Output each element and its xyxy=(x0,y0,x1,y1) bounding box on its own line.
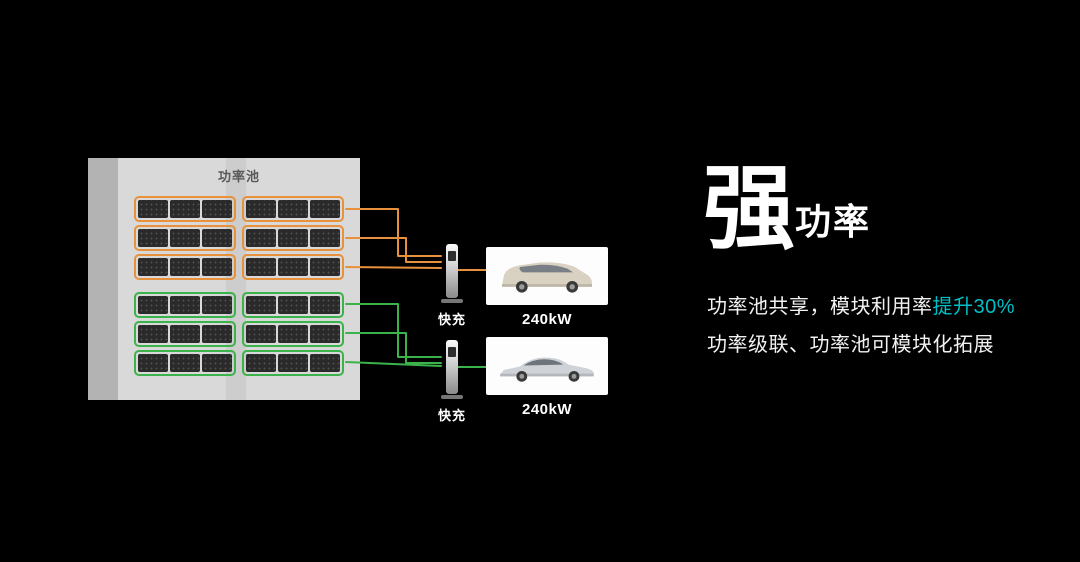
module-row xyxy=(134,292,344,318)
power-module xyxy=(170,325,200,343)
module-row xyxy=(134,321,344,347)
benefit-line-1-text: 功率池共享，模块利用率 xyxy=(707,296,933,318)
power-module xyxy=(138,325,168,343)
power-module xyxy=(310,296,340,314)
headline: 强 功率 xyxy=(703,158,872,260)
power-module xyxy=(246,200,276,218)
power-module xyxy=(170,200,200,218)
power-module xyxy=(138,296,168,314)
module-group xyxy=(242,196,344,222)
charger-base xyxy=(441,395,463,399)
power-module xyxy=(202,200,232,218)
module-group xyxy=(134,196,236,222)
charger-2-label: 快充 xyxy=(437,408,466,423)
module-group xyxy=(242,254,344,280)
mpv-vehicle-icon xyxy=(502,262,592,293)
benefit-line-1-highlight: 提升30% xyxy=(932,296,1016,318)
fast-charger-1: 快充 xyxy=(424,244,480,328)
power-rating-2: 240kW xyxy=(521,401,573,418)
power-module xyxy=(246,296,276,314)
power-rating-1: 240kW xyxy=(521,311,573,328)
power-module xyxy=(278,229,308,247)
charger-screen-icon xyxy=(448,251,456,261)
module-row xyxy=(134,225,344,251)
power-pool-title: 功率池 xyxy=(217,169,260,184)
sedan-vehicle-icon xyxy=(500,357,594,382)
module-rows xyxy=(134,196,344,376)
module-group xyxy=(242,350,344,376)
power-module xyxy=(278,258,308,276)
power-module xyxy=(278,200,308,218)
power-module xyxy=(278,354,308,372)
benefit-copy: 功率池共享，模块利用率提升30% 功率级联、功率池可模块化拓展 xyxy=(707,288,1015,364)
charger-pillar-icon xyxy=(446,244,458,298)
vehicle-card-2 xyxy=(486,337,608,395)
power-module xyxy=(202,325,232,343)
power-module xyxy=(202,229,232,247)
power-module xyxy=(310,258,340,276)
power-module xyxy=(138,258,168,276)
charger-pillar-icon xyxy=(446,340,458,394)
vehicle-card-1 xyxy=(486,247,608,305)
charger-base xyxy=(441,299,463,303)
module-group xyxy=(134,292,236,318)
module-row xyxy=(134,254,344,280)
benefit-line-1: 功率池共享，模块利用率提升30% xyxy=(707,288,1015,326)
module-group xyxy=(134,321,236,347)
charger-1-label: 快充 xyxy=(437,312,466,327)
module-row xyxy=(134,350,344,376)
fast-charger-2: 快充 xyxy=(424,340,480,424)
headline-big: 强 xyxy=(703,158,796,260)
module-group xyxy=(134,350,236,376)
power-module xyxy=(310,354,340,372)
power-module xyxy=(202,296,232,314)
power-module xyxy=(202,258,232,276)
power-module xyxy=(278,296,308,314)
module-group xyxy=(242,292,344,318)
power-module xyxy=(138,200,168,218)
power-module xyxy=(138,229,168,247)
headline-small: 功率 xyxy=(795,201,872,243)
module-group xyxy=(134,225,236,251)
module-group xyxy=(134,254,236,280)
cabinet-side-panel xyxy=(88,158,118,400)
module-group xyxy=(242,321,344,347)
power-module xyxy=(310,229,340,247)
power-module xyxy=(246,258,276,276)
power-module xyxy=(278,325,308,343)
power-module xyxy=(310,200,340,218)
power-module xyxy=(202,354,232,372)
power-module xyxy=(170,354,200,372)
power-module xyxy=(310,325,340,343)
benefit-line-2: 功率级联、功率池可模块化拓展 xyxy=(707,334,994,356)
power-module xyxy=(170,296,200,314)
power-module xyxy=(138,354,168,372)
power-module xyxy=(246,229,276,247)
module-group xyxy=(242,225,344,251)
power-module xyxy=(170,229,200,247)
power-module xyxy=(246,325,276,343)
charger-screen-icon xyxy=(448,347,456,357)
power-module xyxy=(170,258,200,276)
power-module xyxy=(246,354,276,372)
module-row xyxy=(134,196,344,222)
